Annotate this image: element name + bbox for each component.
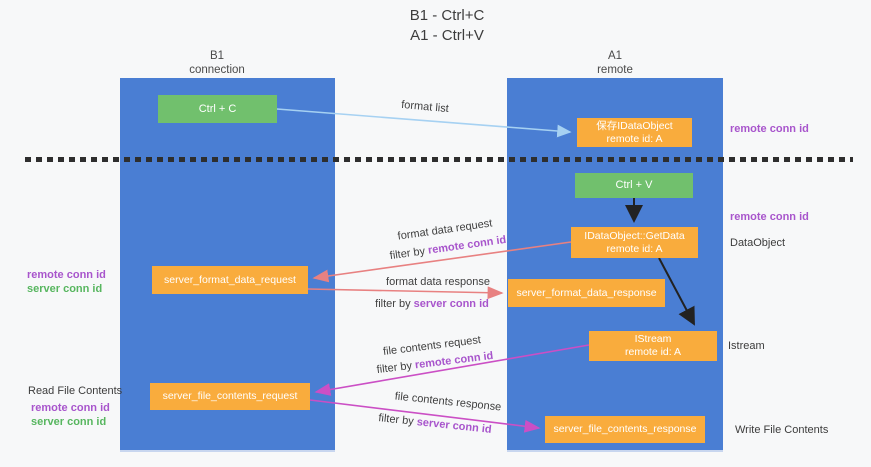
server-conn-id-text: server conn id xyxy=(416,416,493,436)
arrow-label-file-contents-response-filter: filter by server conn id xyxy=(378,412,492,436)
column-header-b1: B1 connection xyxy=(157,49,277,77)
arrow-label-file-contents-response: file contents response xyxy=(394,390,502,414)
node-ctrl-v-label: Ctrl + V xyxy=(615,179,653,191)
node-server-format-data-request: server_format_data_request xyxy=(152,266,308,294)
node-istream-line1: IStream xyxy=(634,333,672,345)
node-save-idataobject-line2: remote id: A xyxy=(606,132,663,145)
side-label-left-remote-conn-id-2: remote conn id xyxy=(31,402,110,414)
arrow-format-data-response xyxy=(307,286,504,300)
side-label-remote-conn-id-top: remote conn id xyxy=(730,123,809,135)
title-line-2: A1 - Ctrl+V xyxy=(410,27,484,44)
side-label-write-file-contents: Write File Contents xyxy=(735,424,829,436)
node-server-format-data-response-label: server_format_data_response xyxy=(516,286,657,299)
remote-conn-id-text: remote conn id xyxy=(414,349,494,372)
column-b1-name: B1 xyxy=(209,50,225,62)
node-idataobject-getdata: IDataObject::GetData remote id: A xyxy=(571,227,698,258)
column-a1-name: A1 xyxy=(607,50,623,62)
side-label-dataobject: DataObject xyxy=(730,237,786,249)
filter-by-text: filter by xyxy=(377,412,418,429)
column-a1-subtitle: remote xyxy=(597,64,633,76)
node-getdata-line1: IDataObject::GetData xyxy=(584,229,685,242)
diagram-title: B1 - Ctrl+C A1 - Ctrl+V xyxy=(307,6,587,46)
node-server-file-contents-response: server_file_contents_response xyxy=(545,416,705,443)
side-label-left-server-conn-id-2: server conn id xyxy=(31,416,107,428)
node-save-idataobject: 保存IDataObject remote id: A xyxy=(577,118,692,147)
side-label-left-server-conn-id-1: server conn id xyxy=(27,283,103,295)
node-server-file-contents-request: server_file_contents_request xyxy=(150,383,310,410)
node-ctrl-c: Ctrl + C xyxy=(158,95,277,123)
node-server-format-data-request-label: server_format_data_request xyxy=(164,273,296,286)
title-line-1: B1 - Ctrl+C xyxy=(409,7,485,24)
server-conn-id-text: server conn id xyxy=(413,298,489,310)
column-header-a1: A1 remote xyxy=(555,49,675,77)
column-b1-subtitle: connection xyxy=(189,64,245,76)
node-save-idataobject-line1: 保存IDataObject xyxy=(596,119,673,132)
filter-by-text: filter by xyxy=(376,359,416,377)
filter-by-text: filter by xyxy=(375,298,414,310)
node-ctrl-c-label: Ctrl + C xyxy=(198,102,237,115)
filter-by-text: filter by xyxy=(389,244,429,263)
side-label-remote-conn-id-mid: remote conn id xyxy=(730,211,809,223)
side-label-left-remote-conn-id-1: remote conn id xyxy=(27,269,106,281)
arrow-label-format-data-response-filter: filter by server conn id xyxy=(375,298,489,310)
node-server-file-contents-request-label: server_file_contents_request xyxy=(162,390,298,402)
node-getdata-line2: remote id: A xyxy=(606,242,663,255)
side-label-istream: Istream xyxy=(728,340,765,352)
node-istream: IStream remote id: A xyxy=(589,331,717,361)
arrow-label-format-list: format list xyxy=(400,98,450,116)
separator-dashed-line xyxy=(25,157,853,162)
remote-conn-id-text: remote conn id xyxy=(427,233,507,257)
node-server-file-contents-response-label: server_file_contents_response xyxy=(553,423,697,435)
arrow-label-format-data-response: format data response xyxy=(386,276,490,288)
node-ctrl-v: Ctrl + V xyxy=(575,173,693,198)
side-label-read-file-contents: Read File Contents xyxy=(28,385,123,397)
node-server-format-data-response: server_format_data_response xyxy=(508,279,665,307)
node-istream-line2: remote id: A xyxy=(624,346,682,358)
